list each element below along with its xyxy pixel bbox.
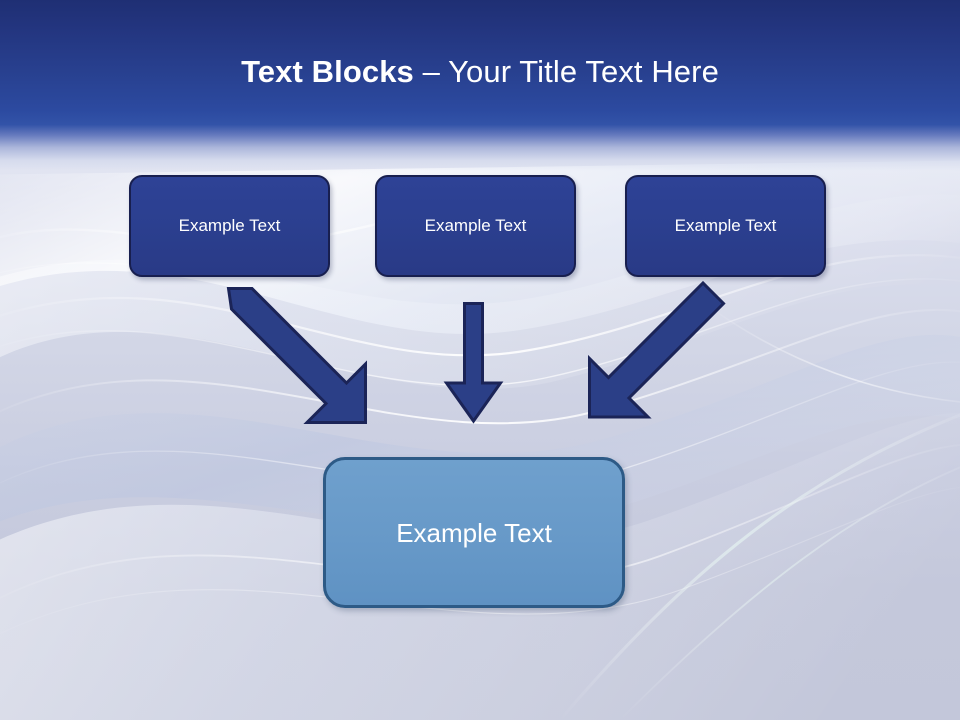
text-block-3[interactable]: Example Text bbox=[625, 175, 826, 277]
title-regular-text: Your Title Text Here bbox=[448, 54, 719, 89]
title-bold-text: Text Blocks bbox=[241, 54, 423, 89]
text-block-3-label: Example Text bbox=[674, 216, 777, 235]
text-block-2[interactable]: Example Text bbox=[375, 175, 576, 277]
result-text-block-label: Example Text bbox=[396, 517, 552, 548]
title-banner bbox=[0, 0, 960, 178]
page-title: Text Blocks – Your Title Text Here bbox=[0, 52, 960, 92]
text-block-2-label: Example Text bbox=[424, 216, 527, 235]
text-block-1[interactable]: Example Text bbox=[129, 175, 330, 277]
result-text-block[interactable]: Example Text bbox=[323, 457, 625, 608]
title-separator: – bbox=[422, 54, 449, 89]
text-block-1-label: Example Text bbox=[178, 216, 281, 235]
